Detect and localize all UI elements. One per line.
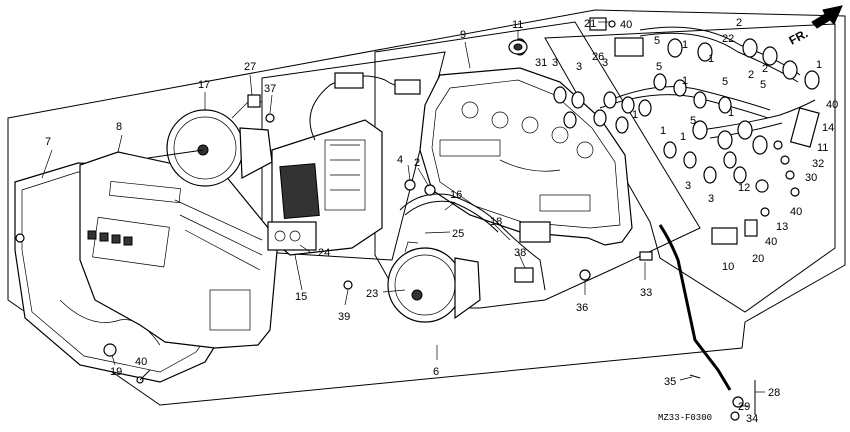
part-label: 3 <box>685 180 691 192</box>
part-label: 1 <box>632 109 638 121</box>
part-label: 40 <box>765 236 777 248</box>
part-label: 2 <box>414 157 420 169</box>
part-label: 40 <box>826 99 838 111</box>
part-label: 1 <box>682 39 688 51</box>
part-label: 32 <box>812 158 824 170</box>
part-label: 30 <box>805 172 817 184</box>
part-label: 3 <box>576 61 582 73</box>
part-label: 24 <box>318 247 330 259</box>
part-label: 22 <box>722 33 734 45</box>
part-label: 40 <box>135 356 147 368</box>
part-label: 2 <box>762 63 768 75</box>
part-label: 5 <box>656 61 662 73</box>
screws-part <box>103 251 653 384</box>
part-label: 17 <box>198 79 210 91</box>
part-label: 34 <box>746 413 758 425</box>
bracket-part <box>711 140 800 245</box>
part-label: 1 <box>660 125 666 137</box>
part-labels: 7 8 17 27 37 9 11 21 40 26 22 31 4 2 16 … <box>45 17 838 425</box>
part-label: 1 <box>682 75 688 87</box>
part-label: 19 <box>110 366 122 378</box>
part-label: 12 <box>738 182 750 194</box>
part-label: 40 <box>790 206 802 218</box>
part-label: 38 <box>514 247 526 259</box>
part-label: 20 <box>752 253 764 265</box>
diagram-code-label: MZ33-F0300 <box>658 413 712 423</box>
part-label: 3 <box>602 57 608 69</box>
part-label: 6 <box>433 366 439 378</box>
circuit-board-part <box>267 72 421 256</box>
part-label: 5 <box>722 76 728 88</box>
part-label: 1 <box>816 59 822 71</box>
leader-lines <box>41 21 765 407</box>
part-label: 29 <box>738 401 750 413</box>
part-label: 27 <box>244 61 256 73</box>
part-label: 33 <box>640 287 652 299</box>
part-label: 8 <box>116 121 122 133</box>
housing-frame <box>374 21 701 309</box>
direction-indicator: FR. <box>787 5 843 48</box>
part-label: 4 <box>397 154 403 166</box>
grommet-part <box>508 39 528 55</box>
part-label: 40 <box>620 19 632 31</box>
part-label: 10 <box>722 261 734 273</box>
part-label: 5 <box>654 35 660 47</box>
part-label: 1 <box>728 107 734 119</box>
part-label: 7 <box>45 136 51 148</box>
part-label: 14 <box>822 122 834 134</box>
part-label: 28 <box>768 387 780 399</box>
small-connector-part <box>247 94 275 123</box>
part-label: 1 <box>708 53 714 65</box>
part-label: 3 <box>708 193 714 205</box>
direction-label: FR. <box>787 26 811 47</box>
part-label: 36 <box>576 302 588 314</box>
part-label: 3 <box>552 57 558 69</box>
part-label: 39 <box>338 311 350 323</box>
rear-housing-part <box>419 67 633 246</box>
part-label: 11 <box>817 142 828 154</box>
circuit-board-frame <box>261 51 446 261</box>
part-label: 26 <box>592 51 604 63</box>
part-label: 31 <box>535 57 547 69</box>
part-label: 23 <box>366 288 378 300</box>
clip-part <box>589 17 616 31</box>
part-label: 5 <box>760 79 766 91</box>
part-label: 13 <box>776 221 788 233</box>
part-label: 37 <box>264 83 276 95</box>
part-label: 9 <box>460 29 466 41</box>
part-label: 18 <box>490 216 502 228</box>
bulb-group-frame <box>544 23 836 313</box>
part-label: 21 <box>584 18 596 30</box>
part-label: 2 <box>736 17 742 29</box>
part-label: 2 <box>748 69 754 81</box>
part-label: 15 <box>295 291 307 303</box>
part-label: 25 <box>452 228 464 240</box>
lower-harness-part <box>399 179 551 291</box>
part-label: 11 <box>512 19 523 31</box>
part-label: 5 <box>690 115 696 127</box>
part-label: 1 <box>680 131 686 143</box>
part-label: 35 <box>664 376 676 388</box>
bulb-sockets-part <box>513 38 820 184</box>
speedometer-cable-part <box>658 224 756 421</box>
speedometer-part <box>387 241 481 323</box>
part-label: 16 <box>450 189 462 201</box>
